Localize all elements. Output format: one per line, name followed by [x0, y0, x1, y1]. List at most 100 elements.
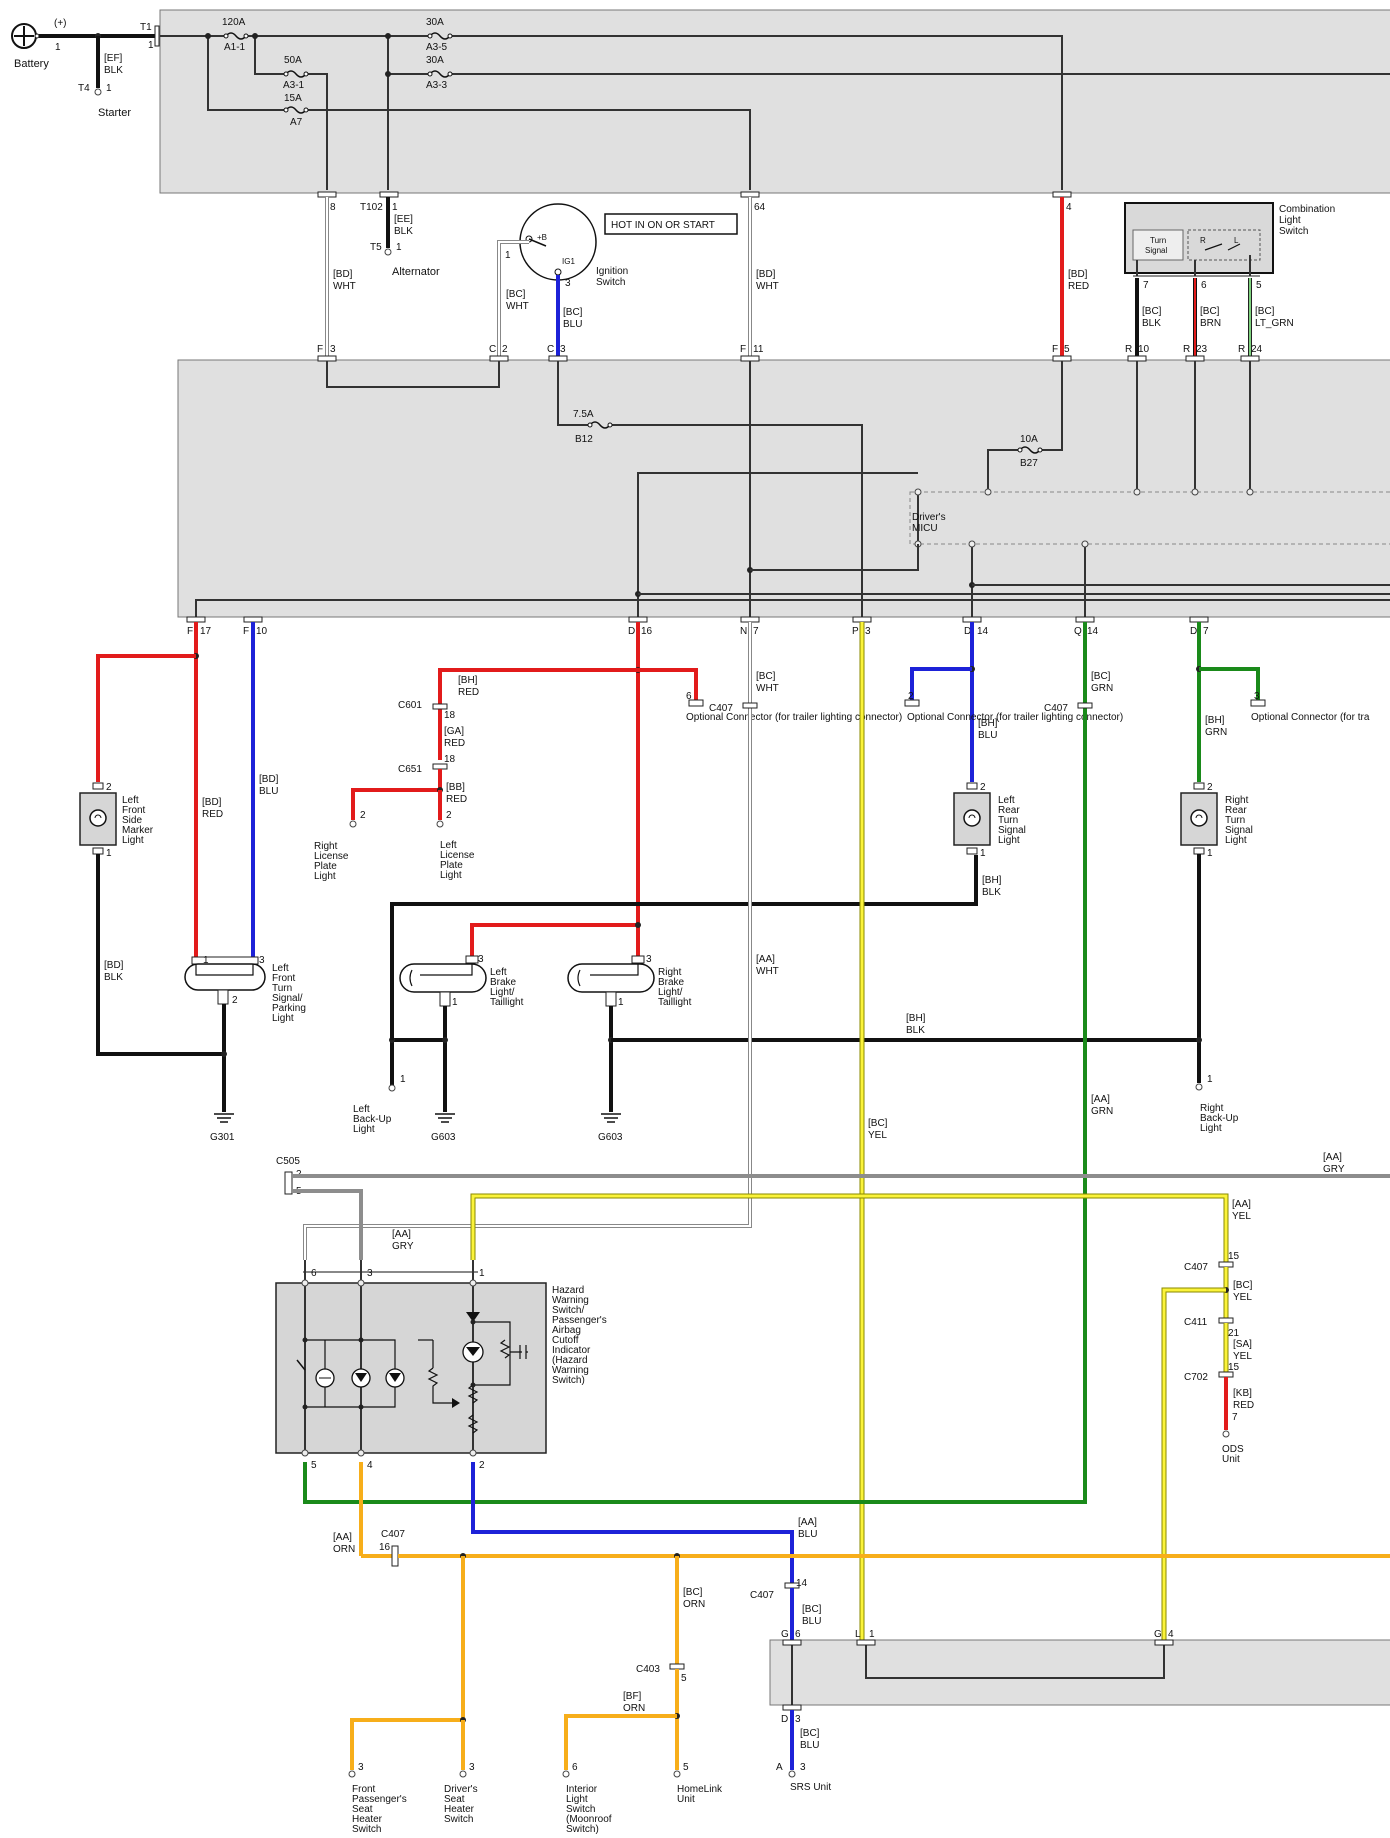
svg-text:Indicator: Indicator — [552, 1345, 591, 1356]
svg-text:Back-Up: Back-Up — [1200, 1113, 1239, 1124]
t102-label: T102 — [360, 202, 383, 213]
combo-inner-1: Turn — [1150, 236, 1166, 245]
rrt-pin-bot: 1 — [1207, 848, 1213, 859]
alt-wire-code: [EE] — [394, 214, 413, 225]
bc-orn-color: ORN — [683, 1599, 705, 1610]
ground-g603-b: G603 — [598, 1132, 623, 1143]
ign-w1-code: [BC] — [506, 289, 526, 300]
svg-text:Interior: Interior — [566, 1784, 598, 1795]
aa-yel-code: [AA] — [1232, 1199, 1251, 1210]
lb-g4-c: G — [1154, 1629, 1162, 1640]
starter-wire-code: [EF] — [104, 53, 123, 64]
aa-wht-color: WHT — [756, 966, 779, 977]
interior-light-switch-label: Interior Light Switch (Moonroof Switch) — [566, 1784, 612, 1835]
svg-text:Turn: Turn — [272, 983, 292, 994]
sa-yel-color: YEL — [1233, 1351, 1252, 1362]
combo-pin6: 6 — [1201, 280, 1207, 291]
svg-text:Switch/: Switch/ — [552, 1305, 584, 1316]
fuse-a3-5-amps: 30A — [426, 17, 444, 28]
aa-blu-color: BLU — [798, 1529, 817, 1540]
fuse-a3-1-amps: 50A — [284, 55, 302, 66]
fb-c3: D — [628, 626, 635, 637]
ground-g603-icon-2 — [601, 1113, 621, 1123]
fuse-a7-id: A7 — [290, 117, 303, 128]
left-brake-light-label: Left Brake Light/ Taillight — [490, 967, 524, 1008]
fb-p8: 7 — [1203, 626, 1209, 637]
svg-text:Seat: Seat — [444, 1794, 465, 1805]
lfm-label: Left Front Side Marker Light — [122, 795, 154, 846]
svg-text:Light: Light — [1225, 835, 1247, 846]
combo-w7-code: [BC] — [1142, 306, 1162, 317]
svg-text:Light: Light — [122, 835, 144, 846]
aa-wht-code: [AA] — [756, 954, 775, 965]
svg-text:Unit: Unit — [677, 1794, 695, 1805]
c601-pin: 18 — [444, 710, 456, 721]
ft-p1: 3 — [330, 344, 336, 355]
driver-seat-heater-switch-label: Driver's Seat Heater Switch — [444, 1784, 478, 1825]
starter-pin: 1 — [106, 83, 112, 94]
svg-text:Brake: Brake — [658, 977, 685, 988]
fb-c7: Q — [1074, 626, 1082, 637]
bc-blu1-color: BLU — [802, 1616, 821, 1627]
rrt-pin-top: 2 — [1207, 782, 1213, 793]
ft-c8: R — [1238, 344, 1245, 355]
battery-symbol — [11, 23, 40, 49]
hz-p5: 5 — [311, 1460, 317, 1471]
ign-w1-color: WHT — [506, 301, 529, 312]
c505-label: C505 — [276, 1156, 300, 1167]
fb-p4: 7 — [753, 626, 759, 637]
fuse-b27-id: B27 — [1020, 458, 1038, 469]
bc-yel2-code: [BC] — [1233, 1280, 1253, 1291]
combo-w7-color: BLK — [1142, 318, 1161, 329]
lb-d3-c: D — [781, 1714, 788, 1725]
starter-terminal: T4 — [78, 83, 90, 94]
c702-pin: 15 — [1228, 1362, 1240, 1373]
svg-text:HomeLink: HomeLink — [677, 1784, 723, 1795]
hazard-warning-switch — [275, 1282, 547, 1454]
combo-pin5: 5 — [1256, 280, 1262, 291]
lrt-pin-top: 2 — [980, 782, 986, 793]
aa-grn-color: GRN — [1091, 1106, 1113, 1117]
svg-text:Warning: Warning — [552, 1295, 589, 1306]
fb-c4: N — [740, 626, 747, 637]
svg-text:Plate: Plate — [314, 861, 337, 872]
bd2-pin: 3 — [469, 1762, 475, 1773]
micu-line-2: MICU — [912, 523, 938, 534]
svg-text:Light: Light — [353, 1124, 375, 1135]
alt-wire-color: BLK — [394, 226, 413, 237]
svg-text:Light/: Light/ — [490, 987, 515, 998]
bc-yel2-color: YEL — [1233, 1292, 1252, 1303]
aa-grn-code: [AA] — [1091, 1094, 1110, 1105]
ft-c2: C — [489, 344, 496, 355]
lb-d3-p: 3 — [795, 1714, 801, 1725]
lft-p2: 2 — [232, 995, 238, 1006]
ods-line-1: ODS — [1222, 1444, 1244, 1455]
hz-p6: 6 — [311, 1268, 317, 1279]
starter-wire-color: BLK — [104, 65, 123, 76]
svg-text:Left: Left — [490, 967, 507, 978]
svg-text:Rear: Rear — [998, 805, 1020, 816]
svg-text:Taillight: Taillight — [490, 997, 524, 1008]
svg-text:Hazard: Hazard — [552, 1285, 584, 1296]
underhood-fuse-box — [159, 9, 1390, 194]
alternator-label: Alternator — [392, 266, 440, 278]
svg-text:Left: Left — [122, 795, 139, 806]
ft-c3: C — [547, 344, 554, 355]
svg-text:Rear: Rear — [1225, 805, 1247, 816]
svg-text:Right: Right — [314, 841, 338, 852]
bc-wht-color: WHT — [756, 683, 779, 694]
svg-text:Switch: Switch — [444, 1814, 473, 1825]
bc-yel-code: [BC] — [868, 1118, 888, 1129]
lft-p3: 3 — [259, 955, 265, 966]
uh-pin-4: 4 — [1066, 202, 1072, 213]
svg-text:Heater: Heater — [444, 1804, 475, 1815]
svg-text:(Hazard: (Hazard — [552, 1355, 588, 1366]
fuse-b27-amps: 10A — [1020, 434, 1038, 445]
t5-pin: 1 — [396, 242, 402, 253]
bd4-pin: 5 — [683, 1762, 689, 1773]
bc-blu2-color: BLU — [800, 1740, 819, 1751]
svg-text:Light: Light — [566, 1794, 588, 1805]
ga-red-code: [GA] — [444, 726, 464, 737]
bh-red-color: RED — [458, 687, 479, 698]
ign-w3-code: [BC] — [563, 307, 583, 318]
